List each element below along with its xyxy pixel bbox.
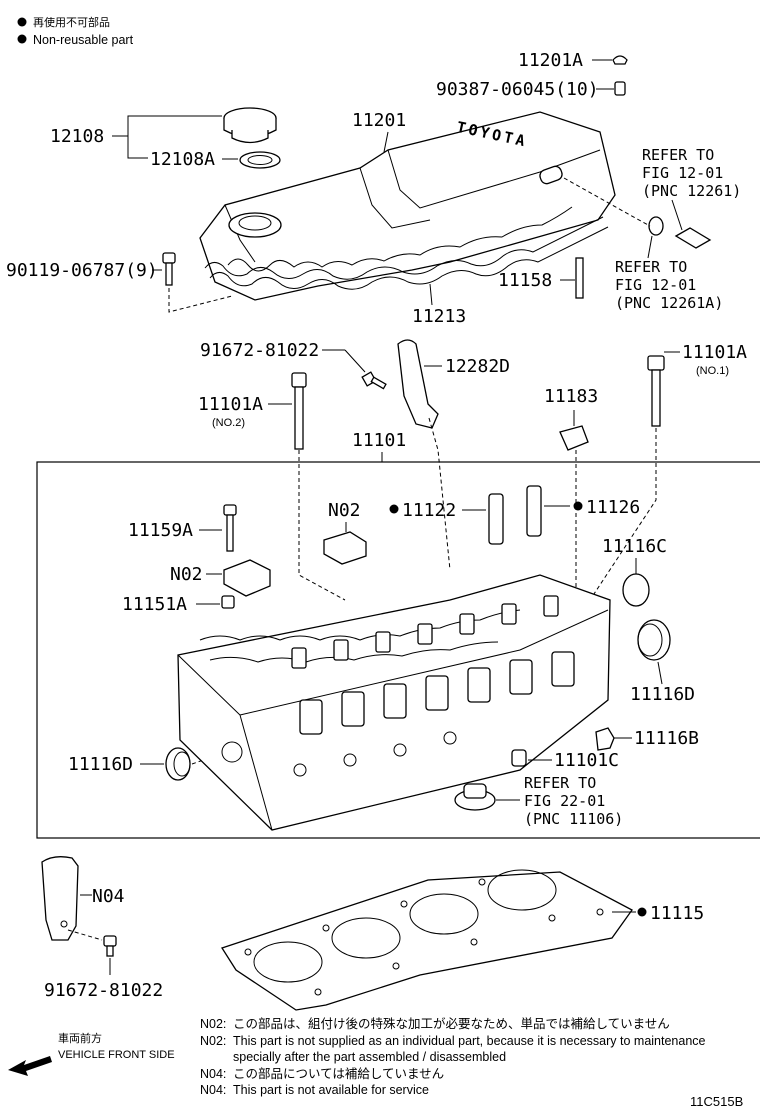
legend-jp: 再使用不可部品 (33, 15, 110, 29)
refer2-line2[interactable]: FIG 12-01 (615, 276, 696, 294)
part-11201-valve-cover (199, 111, 616, 301)
non-reusable-dot-icon (573, 501, 583, 511)
label-11115[interactable]: 11115 (650, 903, 704, 924)
part-91672-bolt-bottom (103, 935, 117, 957)
note-text: この部品については補給していません (233, 1066, 444, 1081)
part-11116B-plug (595, 727, 615, 751)
part-11116C-plug (622, 573, 650, 607)
label-11122[interactable]: 11122 (402, 500, 456, 521)
label-11151A[interactable]: 11151A (122, 594, 187, 615)
part-12282D-bracket (397, 339, 439, 429)
part-n02-bearing-cap-top (323, 531, 367, 565)
label-12108A[interactable]: 12108A (150, 149, 215, 170)
refer3-line2[interactable]: FIG 22-01 (524, 792, 605, 810)
label-11213[interactable]: 11213 (412, 306, 466, 327)
label-91672-81022-top[interactable]: 91672-81022 (200, 340, 319, 361)
front-jp: 車両前方 (58, 1031, 102, 1045)
refer1-line3: (PNC 12261) (642, 182, 741, 200)
label-11201A[interactable]: 11201A (518, 50, 583, 71)
part-11101-cylinder-head (177, 574, 611, 831)
non-reusable-dot-icon (17, 17, 27, 27)
non-reusable-dot-icon (389, 504, 399, 514)
front-arrow-icon (8, 1056, 52, 1076)
part-11101A-head-bolt-no2 (291, 372, 307, 450)
label-11201[interactable]: 11201 (352, 110, 406, 131)
part-90119-bolt (162, 252, 176, 286)
legend: 再使用不可部品 Non-reusable part (17, 15, 134, 47)
note-code: N04: (200, 1083, 226, 1097)
refer1-line2[interactable]: FIG 12-01 (642, 164, 723, 182)
part-11122-valve-guide-intake (488, 493, 504, 545)
part-90387-grommet-icon (614, 81, 626, 96)
label-11101A-no1[interactable]: 11101A (682, 342, 747, 363)
label-n02-left[interactable]: N02 (170, 564, 203, 585)
part-11101C-dowel (511, 749, 527, 767)
part-n02-bearing-cap-left (223, 559, 271, 597)
part-12108A-gasket (239, 151, 281, 169)
front-en: VEHICLE FRONT SIDE (58, 1049, 175, 1061)
refer1-line1: REFER TO (642, 146, 714, 164)
part-11213-cover-gasket (204, 216, 609, 290)
part-11201A-cap-icon (612, 55, 628, 65)
label-90387-06045[interactable]: 90387-06045(10) (436, 79, 599, 100)
legend-en: Non-reusable part (33, 33, 134, 47)
label-no1: (NO.1) (696, 365, 729, 377)
note-text: This part is not available for service (233, 1083, 429, 1097)
label-n04[interactable]: N04 (92, 886, 125, 907)
figure-id: 11C515B (690, 1094, 743, 1109)
label-11159A[interactable]: 11159A (128, 520, 193, 541)
part-11126-valve-guide-exhaust (526, 485, 542, 537)
part-91672-bolt-top (361, 371, 387, 390)
part-11183-bearing-cap (559, 425, 589, 451)
notes: N02: この部品は、組付け後の特殊な加工が必要なため、単品では補給していません… (200, 1016, 706, 1097)
hose-12261-icon (674, 227, 712, 249)
part-11101A-head-bolt-no1 (647, 355, 665, 427)
cylinder-head-group-box (36, 461, 760, 839)
label-11116D-left[interactable]: 11116D (68, 754, 133, 775)
label-11101C[interactable]: 11101C (554, 750, 619, 771)
vehicle-front-indicator: 車両前方 VEHICLE FRONT SIDE (8, 1031, 175, 1076)
note-code: N02: (200, 1034, 226, 1048)
note-text: specially after the part assembled / dis… (233, 1050, 506, 1064)
label-11101A-no2[interactable]: 11101A (198, 394, 263, 415)
refer3-line1: REFER TO (524, 774, 596, 792)
part-11115-head-gasket (221, 869, 633, 1011)
part-12108-oil-cap (223, 107, 277, 144)
part-11151A-dowel (221, 595, 235, 609)
part-n04-bracket (41, 856, 79, 941)
label-n02-top[interactable]: N02 (328, 500, 361, 521)
part-11158-stud (575, 257, 584, 299)
note-text: この部品は、組付け後の特殊な加工が必要なため、単品では補給していません (233, 1016, 670, 1031)
label-11126[interactable]: 11126 (586, 497, 640, 518)
label-11101[interactable]: 11101 (352, 430, 406, 451)
label-11116C[interactable]: 11116C (602, 536, 667, 557)
label-12282D[interactable]: 12282D (445, 356, 510, 377)
note-code: N02: (200, 1017, 226, 1031)
non-reusable-dot-icon (17, 34, 27, 44)
label-11183[interactable]: 11183 (544, 386, 598, 407)
part-11159A-bolt (223, 504, 237, 552)
label-11116B[interactable]: 11116B (634, 728, 699, 749)
refer2-line1: REFER TO (615, 258, 687, 276)
label-11158[interactable]: 11158 (498, 270, 552, 291)
part-11106-sensor (454, 783, 496, 811)
note-code: N04: (200, 1067, 226, 1081)
label-12108[interactable]: 12108 (50, 126, 104, 147)
part-11116D-plug-right (637, 619, 671, 661)
label-90119-06787[interactable]: 90119-06787(9) (6, 260, 158, 281)
label-no2: (NO.2) (212, 417, 245, 429)
clamp-12261A-icon (648, 216, 664, 236)
label-11116D-right[interactable]: 11116D (630, 684, 695, 705)
refer3-line3: (PNC 11106) (524, 810, 623, 828)
part-11116D-plug-left (165, 747, 191, 781)
label-91672-81022-bottom[interactable]: 91672-81022 (44, 980, 163, 1001)
non-reusable-dot-icon (637, 907, 647, 917)
refer2-line3: (PNC 12261A) (615, 294, 723, 312)
note-text: This part is not supplied as an individu… (233, 1034, 706, 1048)
